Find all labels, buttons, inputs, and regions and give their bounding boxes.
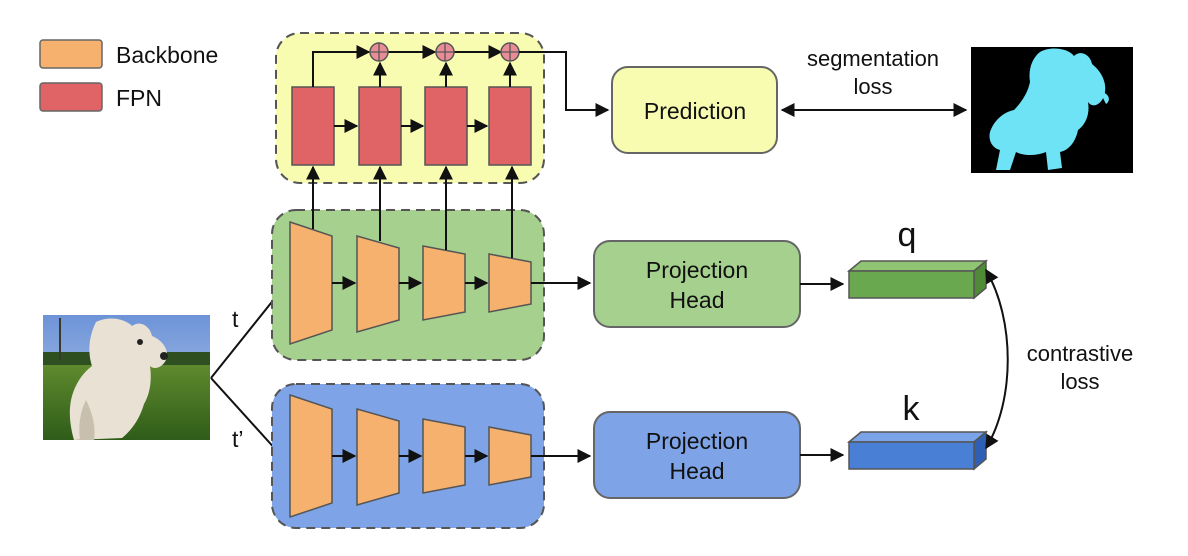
projection-head-key: Projection Head bbox=[593, 411, 801, 499]
embedding-k bbox=[846, 430, 989, 471]
legend-label-fpn: FPN bbox=[116, 85, 162, 111]
add-icon bbox=[369, 42, 389, 62]
fpn-container bbox=[275, 32, 545, 184]
prediction-label: Prediction bbox=[644, 98, 746, 124]
fpn-block bbox=[275, 32, 610, 184]
add-icon bbox=[435, 42, 455, 62]
fpn-feature-2 bbox=[358, 86, 402, 166]
fpn-feature-3 bbox=[424, 86, 468, 166]
legend-swatch-fpn bbox=[39, 82, 103, 112]
backbone-stage-4 bbox=[488, 426, 532, 486]
segmentation-mask-image bbox=[971, 47, 1133, 173]
legend-label-backbone: Backbone bbox=[116, 42, 218, 68]
projection-head-query-line1: Projection bbox=[646, 257, 748, 283]
contrastive-loss-arrow bbox=[985, 268, 1009, 450]
prediction-box: Prediction bbox=[611, 66, 778, 154]
segmentation-loss-line2: loss bbox=[853, 74, 892, 99]
segmentation-loss-line1: segmentation bbox=[807, 46, 939, 71]
backbone-key-block bbox=[271, 383, 545, 529]
backbone-stage-2 bbox=[356, 235, 400, 333]
backbone-stage-2 bbox=[356, 408, 400, 506]
input-image bbox=[43, 315, 210, 440]
transform-t-prime-label: t’ bbox=[232, 426, 244, 452]
projection-head-key-line2: Head bbox=[670, 458, 725, 484]
transform-t-label: t bbox=[232, 306, 239, 332]
backbone-stage-3 bbox=[422, 418, 466, 494]
backbone-stage-1 bbox=[289, 220, 333, 346]
embedding-k-label: k bbox=[903, 390, 921, 428]
fpn-feature-1 bbox=[291, 86, 335, 166]
projection-head-query: Projection Head bbox=[593, 240, 801, 328]
legend-swatch-backbone bbox=[39, 39, 103, 69]
fpn-feature-4 bbox=[488, 86, 532, 166]
backbone-stage-3 bbox=[422, 245, 466, 321]
projection-head-query-line2: Head bbox=[670, 287, 725, 313]
backbone-query-block bbox=[271, 209, 545, 361]
add-icon bbox=[500, 42, 520, 62]
backbone-stage-1 bbox=[289, 393, 333, 519]
backbone-stage-4 bbox=[488, 253, 532, 313]
contrastive-loss-line1: contrastive bbox=[1027, 341, 1133, 366]
legend: Backbone FPN bbox=[39, 39, 218, 112]
embedding-q-label: q bbox=[898, 216, 917, 254]
projection-head-key-line1: Projection bbox=[646, 428, 748, 454]
contrastive-loss-line2: loss bbox=[1060, 369, 1099, 394]
embedding-q bbox=[846, 259, 989, 300]
